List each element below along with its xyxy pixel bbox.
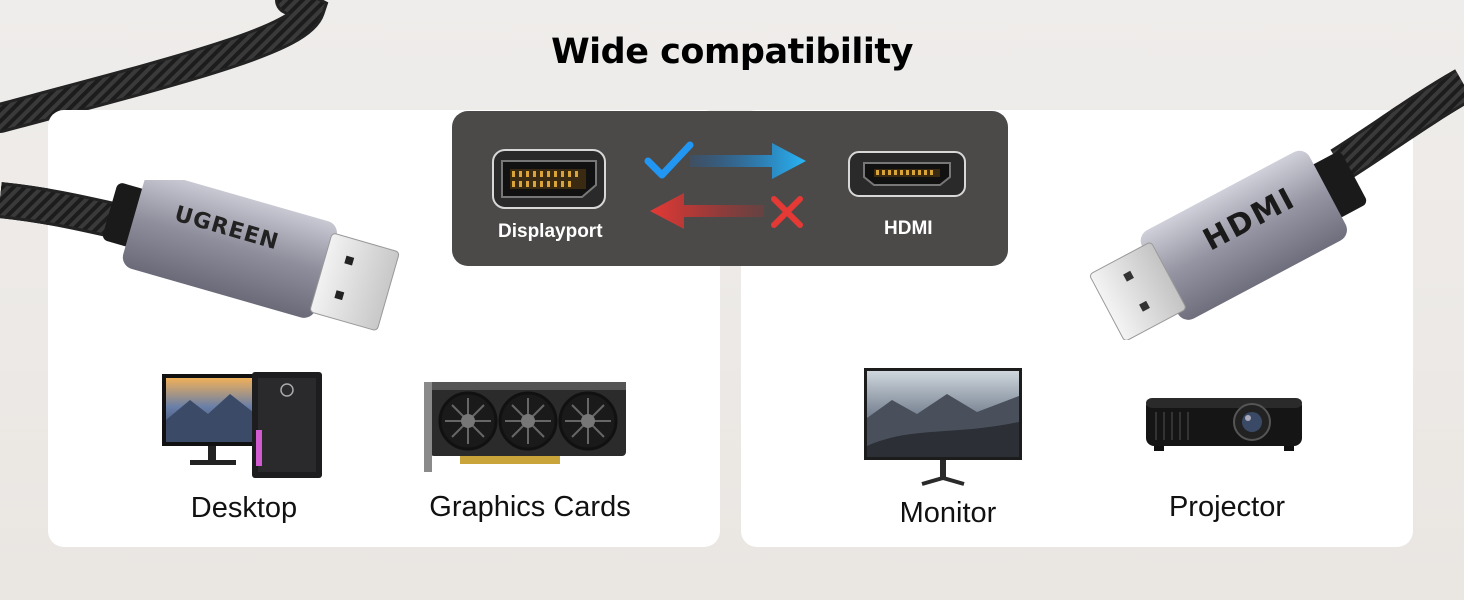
graphics-card-icon (420, 378, 630, 473)
desktop-label: Desktop (190, 492, 298, 524)
projector-icon (1140, 388, 1308, 454)
desktop-icon (160, 370, 330, 480)
reverse-arrow-icon (648, 191, 768, 231)
displayport-label: Displayport (498, 221, 603, 242)
hdmi-connector: HDMI (1090, 140, 1380, 340)
monitor-icon (862, 366, 1024, 488)
compatibility-panel: Displayport HDMI (452, 111, 1008, 266)
cross-icon (770, 195, 804, 229)
displayport-connector: UGREEN (95, 180, 405, 350)
hdmi-port-icon (848, 151, 966, 197)
hdmi-label: HDMI (884, 218, 933, 239)
displayport-port-icon (492, 149, 606, 209)
forward-arrow-icon (690, 141, 810, 181)
projector-label: Projector (1168, 491, 1286, 523)
check-icon (644, 141, 694, 181)
monitor-label: Monitor (899, 497, 997, 529)
graphics-cards-label: Graphics Cards (429, 491, 631, 523)
page-title: Wide compatibility (551, 32, 913, 72)
